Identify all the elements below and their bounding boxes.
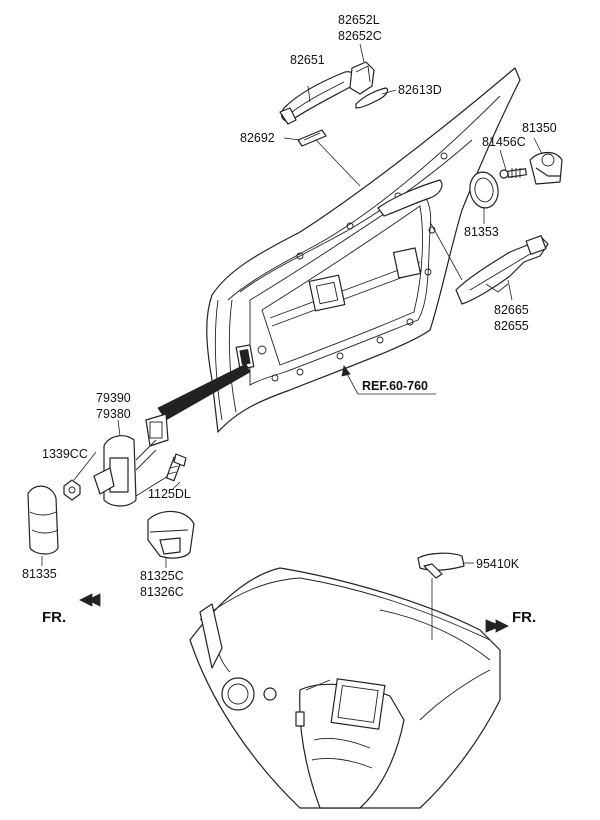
leader-82613D [381, 89, 397, 95]
leader-82665 [507, 279, 513, 301]
leader-82651 [307, 85, 311, 103]
leader-82652 [359, 43, 365, 63]
label-81353: 81353 [464, 225, 499, 239]
label-81350: 81350 [522, 121, 557, 135]
label-82652L: 82652L [338, 13, 380, 27]
leader-latch-to-door [429, 221, 463, 281]
leader-checker-bolt [135, 475, 169, 497]
leader-1339CC [73, 451, 97, 481]
door-checker-assembly [63, 363, 251, 507]
label-79380: 79380 [96, 407, 131, 421]
label-fr-left: FR. [42, 609, 66, 626]
label-82665: 82665 [494, 303, 529, 317]
label-82651: 82651 [290, 53, 325, 67]
fr-arrow-left [79, 593, 101, 607]
leader-handle-to-door [315, 139, 361, 187]
label-1125DL: 1125DL [148, 487, 191, 501]
label-1339CC: 1339CC [42, 447, 88, 461]
leader-1125DL [171, 481, 181, 491]
label-ref: REF.60-760 [362, 379, 428, 393]
label-82692: 82692 [240, 131, 275, 145]
latch-assembly [429, 221, 549, 305]
cover-81325C [147, 510, 195, 568]
ref-arrowhead [341, 365, 351, 377]
striker-assembly [469, 137, 563, 224]
instrument-panel [189, 552, 501, 809]
label-82613D: 82613D [398, 83, 442, 97]
label-81326C: 81326C [140, 585, 184, 599]
leader-81350 [533, 137, 543, 155]
label-fr-right: FR. [512, 609, 536, 626]
fr-arrow-right [485, 619, 509, 633]
fr-arrow-right-icon [485, 619, 509, 633]
label-79390: 79390 [96, 391, 131, 405]
label-82655: 82655 [494, 319, 529, 333]
fr-arrow-left-icon [79, 593, 101, 607]
cap-81335 [27, 485, 59, 566]
label-82652C: 82652C [338, 29, 382, 43]
label-95410K: 95410K [476, 557, 520, 571]
ref-leader-line [345, 371, 359, 395]
leader-81456C [499, 149, 507, 171]
label-81335: 81335 [22, 567, 57, 581]
label-81456C: 81456C [482, 135, 526, 149]
front-door-panel [206, 67, 521, 433]
outside-handle-assembly [279, 43, 397, 187]
label-81325C: 81325C [140, 569, 184, 583]
leader-82692 [283, 137, 301, 141]
leader-79390 [117, 419, 121, 437]
ref-pointer [341, 365, 436, 395]
